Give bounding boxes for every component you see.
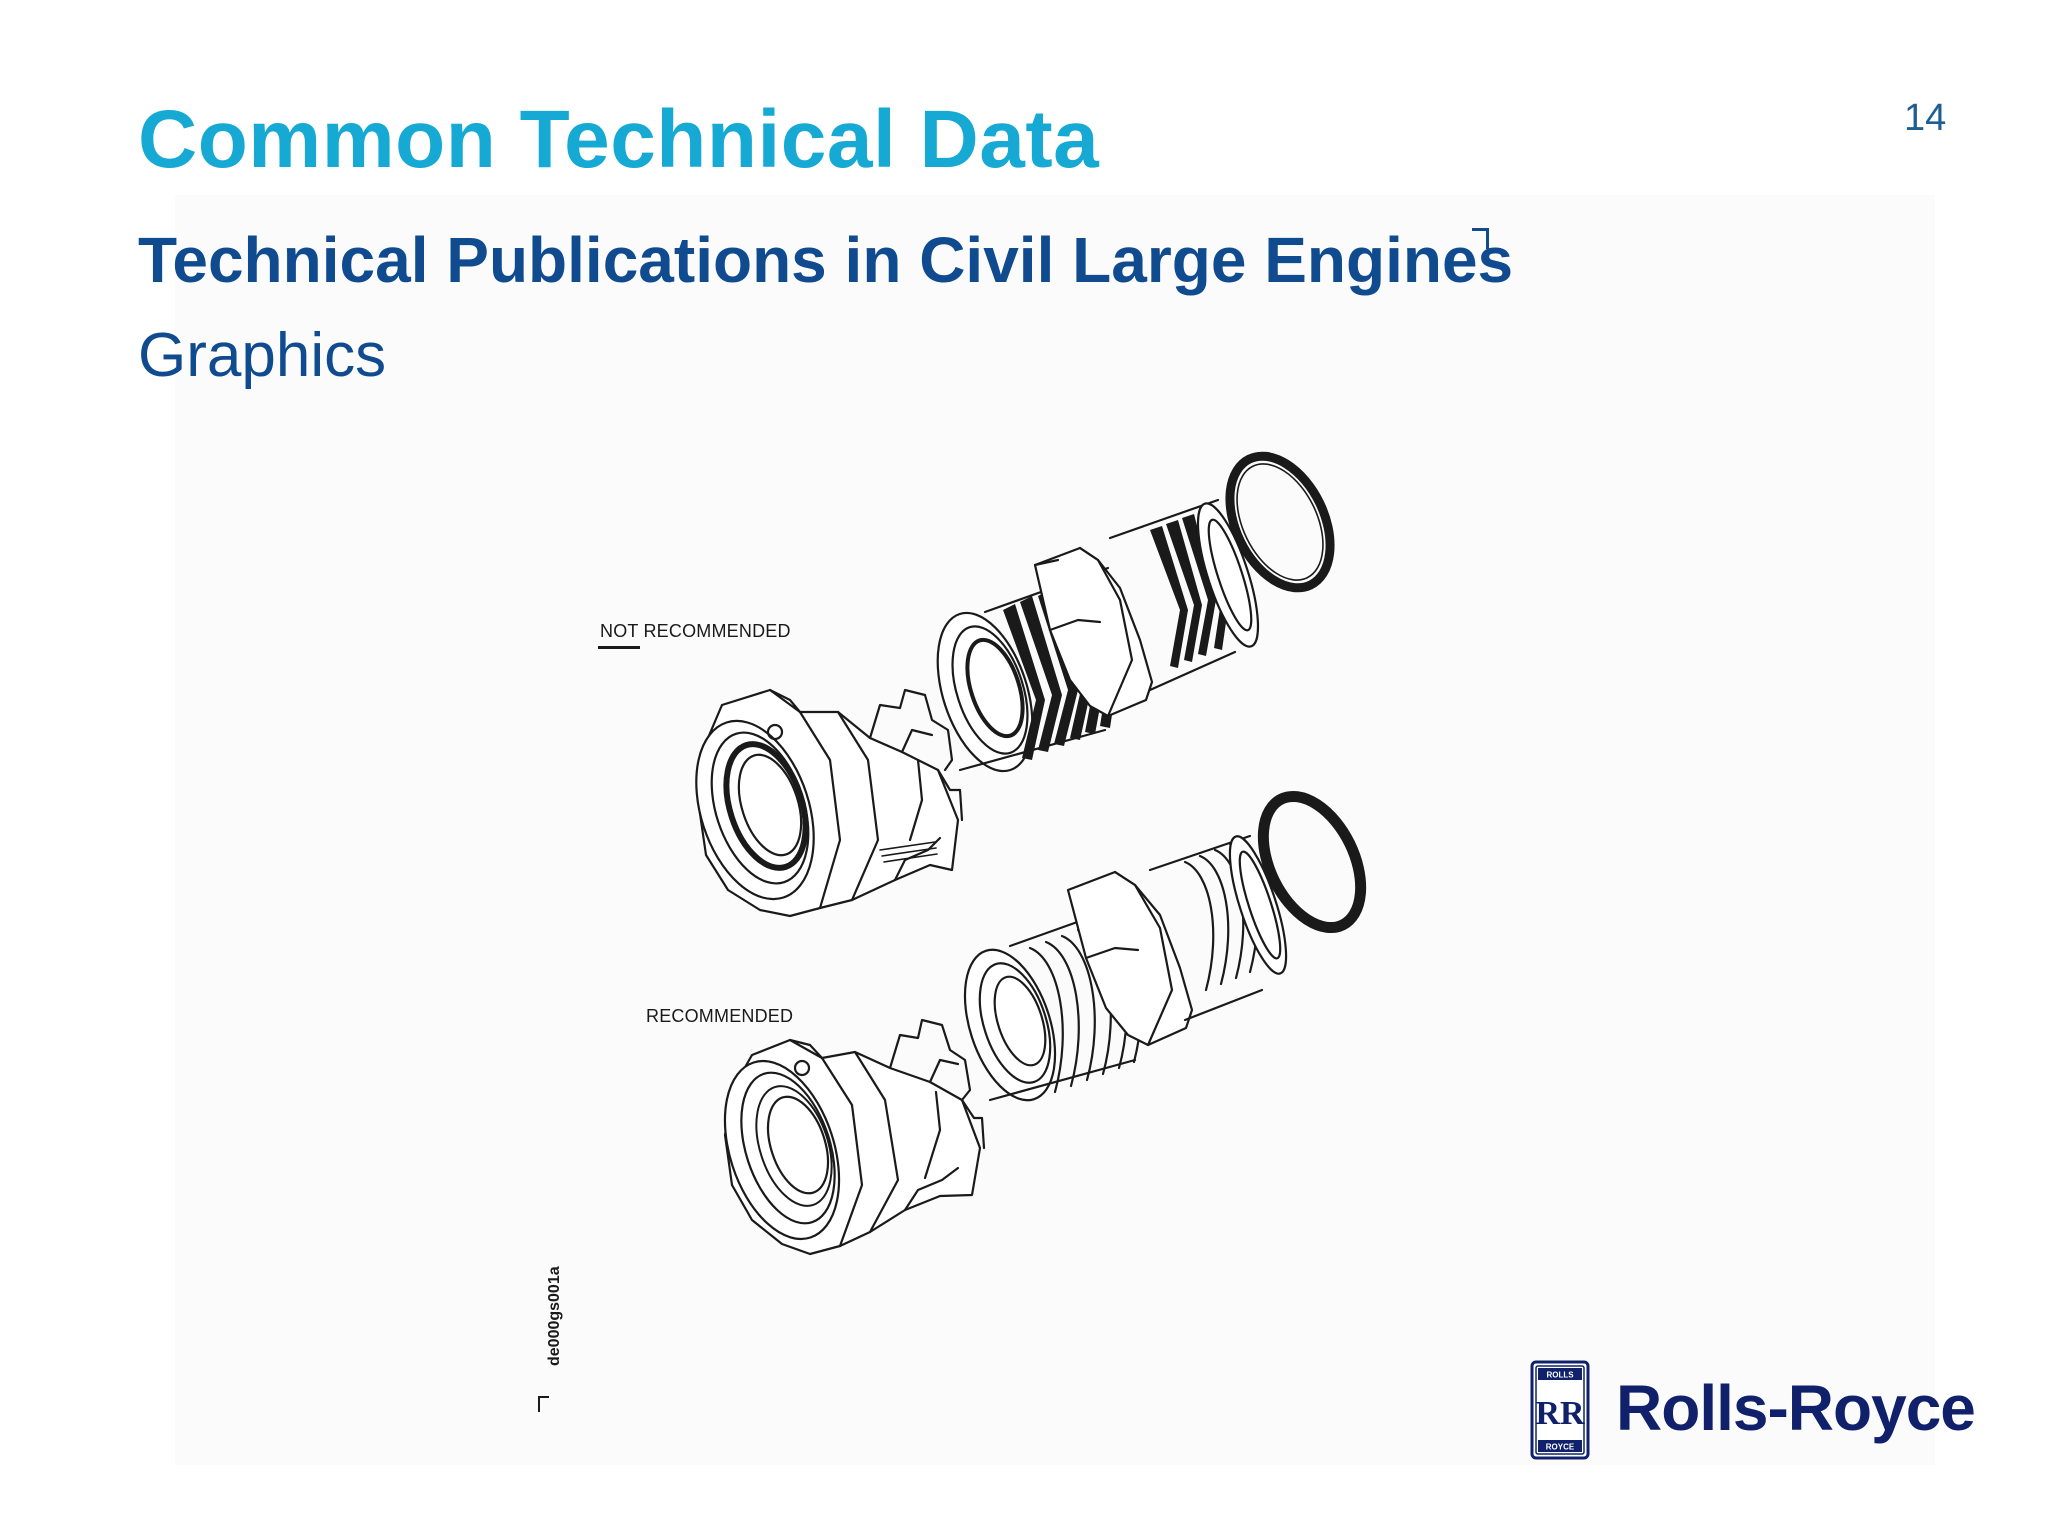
coupling-nut-icon xyxy=(695,688,964,918)
slide-subtitle: Technical Publications in Civil Large En… xyxy=(138,224,1514,296)
slide-title: Common Technical Data xyxy=(138,94,1100,185)
coupling-nut-icon xyxy=(723,1018,986,1256)
threaded-union-icon xyxy=(963,834,1288,1102)
section-heading: Graphics xyxy=(138,321,387,390)
page-number: 14 xyxy=(1904,97,1947,139)
o-ring-icon xyxy=(1225,451,1335,593)
drawing-reference: de000gs001a xyxy=(546,1266,563,1366)
not-recommended-label: NOT RECOMMENDED xyxy=(600,621,791,641)
label-underline xyxy=(598,646,640,649)
drawing-ref-bracket xyxy=(538,1396,549,1412)
rolls-royce-logo: ROLLS ROYCE RR Rolls-Royce xyxy=(1530,1360,1976,1460)
o-ring-icon xyxy=(1257,790,1367,934)
figure-background xyxy=(175,195,1935,1465)
threaded-union-icon xyxy=(936,498,1260,773)
rolls-royce-wordmark: Rolls-Royce xyxy=(1616,1372,1976,1444)
svg-text:ROLLS: ROLLS xyxy=(1546,1371,1574,1380)
svg-text:RR: RR xyxy=(1535,1395,1585,1432)
recommended-label: RECOMMENDED xyxy=(646,1006,794,1026)
svg-text:ROYCE: ROYCE xyxy=(1546,1443,1575,1452)
rr-badge-icon: ROLLS ROYCE RR xyxy=(1530,1360,1590,1460)
text-cursor-mark xyxy=(1472,228,1489,249)
